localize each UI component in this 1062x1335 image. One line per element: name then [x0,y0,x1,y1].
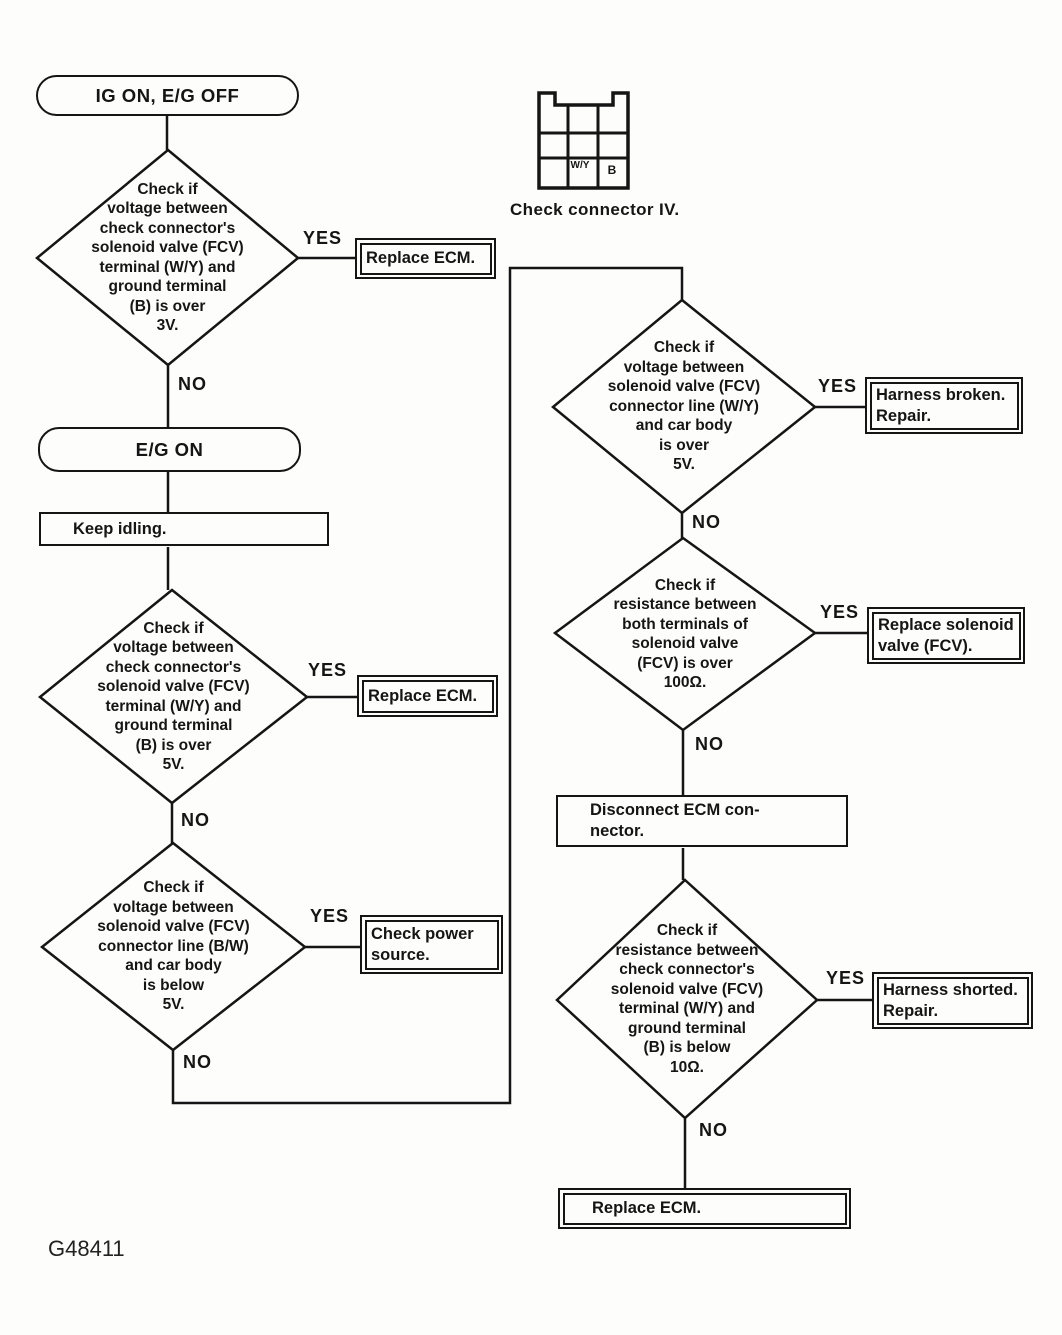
result-harness-shorted-repair: Harness shorted. Repair. [872,972,1033,1029]
diamond-voltage-over-3v [35,148,300,367]
result-harness-broken-repair: Harness broken. Repair. [865,377,1023,434]
yes-label-r1: YES [818,376,858,396]
diamond-resistance-below-10ohm [555,878,819,1120]
terminal-eg-on: E/G ON [38,427,301,472]
yes-label-d3: YES [310,906,350,926]
no-label-d1: NO [178,374,207,394]
result-check-power-source: Check power source. [360,915,503,974]
no-label-d2: NO [181,810,210,830]
connector-iv-icon [537,91,630,190]
diamond-voltage-below-5v [39,841,308,1052]
no-label-d3: NO [183,1052,212,1072]
yes-label-r2: YES [820,602,860,622]
yes-label-d1: YES [303,228,343,248]
figure-id: G48411 [48,1236,125,1261]
result-replace-ecm-final: Replace ECM. [558,1188,851,1229]
result-replace-ecm-1: Replace ECM. [355,238,496,279]
connector-iv-caption: Check connector IV. [510,200,680,219]
yes-label-d2: YES [308,660,348,680]
decision-voltage-over-3v-text: Check if voltage between check connector… [91,180,244,335]
result-replace-solenoid-valve: Replace solenoid valve (FCV). [867,607,1025,664]
decision-line-voltage-over-5v-text: Check if voltage between solenoid valve … [607,339,761,474]
process-keep-idling: Keep idling. [39,512,329,546]
result-replace-ecm-2: Replace ECM. [357,675,498,717]
process-disconnect-ecm-connector: Disconnect ECM con- nector. [556,795,848,847]
decision-voltage-over-5v-text: Check if voltage between check connector… [97,619,250,774]
no-label-r2: NO [695,734,724,754]
decision-resistance-over-100ohm-text: Check if resistance between both termina… [613,576,757,692]
edge-d3-no-route-to-right-column [171,266,684,1105]
no-label-r1: NO [692,512,721,532]
yes-label-r3: YES [826,968,866,988]
decision-resistance-below-10ohm-text: Check if resistance between check connec… [610,922,764,1076]
decision-voltage-below-5v-text: Check if voltage between solenoid valve … [97,879,250,1014]
connector-terminal-wy-label: W/Y [570,160,590,171]
diamond-line-voltage-over-5v [551,298,817,515]
connector-terminal-b-label: B [607,163,617,177]
no-label-r3: NO [699,1120,728,1140]
terminal-ig-on-eg-off: IG ON, E/G OFF [36,75,299,116]
diamond-resistance-over-100ohm [552,536,818,732]
diamond-voltage-over-5v [38,588,310,805]
